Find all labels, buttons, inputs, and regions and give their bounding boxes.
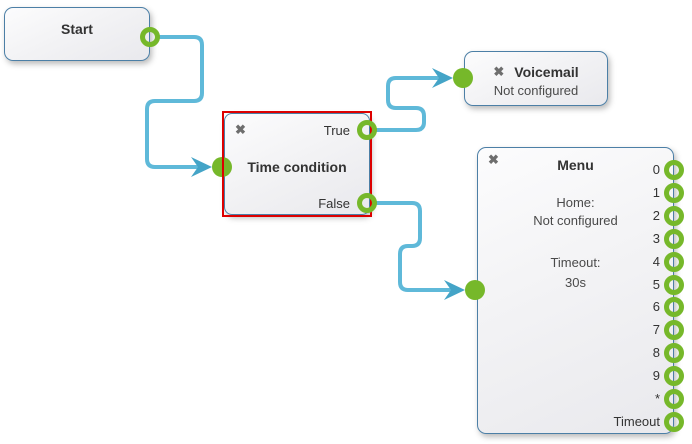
menu-port-2-label: 2 xyxy=(652,207,660,223)
menu-home-label: Home: xyxy=(556,195,595,210)
menu-port-star-ring[interactable] xyxy=(664,389,684,410)
time-condition-false-label: False xyxy=(318,196,350,211)
node-menu-body[interactable]: ✖ Menu Home: Not configured Timeout: 30s xyxy=(477,147,674,434)
menu-port-9-ring[interactable] xyxy=(664,366,684,387)
time-condition-input-port[interactable] xyxy=(212,157,232,177)
node-start-title: Start xyxy=(61,21,93,37)
menu-port-1-ring[interactable] xyxy=(664,182,684,203)
menu-port-star-label: * xyxy=(654,391,660,407)
connection-time-condition-false-to-menu[interactable] xyxy=(375,201,453,292)
menu-port-6-label: 6 xyxy=(652,299,660,315)
menu-port-4-label: 4 xyxy=(652,253,660,269)
node-start-body[interactable]: Start xyxy=(4,7,150,61)
node-voicemail-body[interactable]: ✖ Voicemail Not configured xyxy=(464,51,608,106)
menu-port-0-label: 0 xyxy=(652,162,660,177)
menu-port-timeout-label: Timeout xyxy=(613,413,660,429)
menu-port-2-ring[interactable] xyxy=(664,205,684,226)
connection-time-condition-false-to-menu-arrowhead-icon xyxy=(444,280,465,300)
menu-port-7-label: 7 xyxy=(652,322,660,338)
start-output-port[interactable] xyxy=(140,27,160,47)
node-time-condition[interactable]: ✖ Time condition True False xyxy=(212,111,377,217)
time-condition-close-icon[interactable]: ✖ xyxy=(235,122,246,137)
connection-start-to-time-condition[interactable] xyxy=(145,35,204,169)
node-voicemail-title: Voicemail xyxy=(514,64,579,80)
menu-timeout-value: 30s xyxy=(565,275,586,290)
node-menu-title: Menu xyxy=(557,157,594,173)
menu-port-8-label: 8 xyxy=(652,345,660,361)
menu-port-7-ring[interactable] xyxy=(664,320,684,341)
menu-close-icon[interactable]: ✖ xyxy=(488,152,499,167)
node-time-condition-title: Time condition xyxy=(247,159,347,175)
connection-time-condition-true-to-voicemail[interactable] xyxy=(375,76,441,132)
menu-port-8-ring[interactable] xyxy=(664,343,684,364)
node-voicemail-status: Not configured xyxy=(493,83,579,98)
time-condition-true-port[interactable] xyxy=(357,120,377,140)
node-menu[interactable]: ✖ Menu Home: Not configured Timeout: 30s… xyxy=(465,147,684,434)
time-condition-true-label: True xyxy=(323,123,350,138)
menu-home-value: Not configured xyxy=(533,213,618,228)
node-voicemail[interactable]: ✖ Voicemail Not configured xyxy=(453,51,608,106)
menu-input-port[interactable] xyxy=(465,280,485,300)
menu-port-1-label: 1 xyxy=(652,184,660,200)
menu-port-4-ring[interactable] xyxy=(664,251,684,272)
connection-time-condition-true-to-voicemail-arrowhead-icon xyxy=(432,68,453,88)
menu-port-6-ring[interactable] xyxy=(664,297,684,318)
connection-start-to-time-condition-arrowhead-icon xyxy=(191,157,212,177)
menu-port-3-label: 3 xyxy=(652,230,660,246)
node-time-condition-body[interactable]: ✖ Time condition True False xyxy=(224,113,370,215)
menu-port-5-label: 5 xyxy=(652,276,660,292)
menu-port-5-ring[interactable] xyxy=(664,274,684,295)
menu-timeout-label: Timeout: xyxy=(550,255,601,270)
menu-port-timeout-ring[interactable] xyxy=(664,411,684,432)
menu-port-9-label: 9 xyxy=(652,368,660,384)
node-start[interactable]: Start xyxy=(4,7,160,61)
menu-port-3-ring[interactable] xyxy=(664,228,684,249)
node-voicemail-header: ✖ Voicemail xyxy=(465,63,607,81)
menu-port-0-ring[interactable] xyxy=(664,160,684,180)
voicemail-close-icon[interactable]: ✖ xyxy=(493,64,505,79)
voicemail-input-port[interactable] xyxy=(453,68,473,88)
time-condition-false-port[interactable] xyxy=(357,193,377,213)
